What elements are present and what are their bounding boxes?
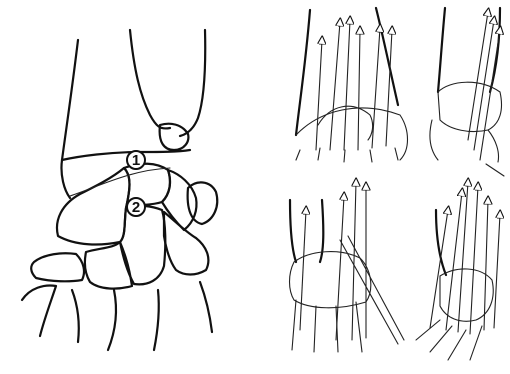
- tendons-dorsal-bottom-left: [290, 182, 405, 352]
- wrist-overview-drawing: 1 2: [22, 30, 217, 350]
- tendons-lateral-bottom-right: [416, 182, 500, 360]
- ulna-bone-outline: [180, 30, 205, 136]
- tendon-arrow-bl-1: [300, 210, 306, 330]
- forearm-outline-tl: [296, 10, 310, 135]
- metacarpal-2: [72, 290, 79, 342]
- forearm-outline-bl: [290, 200, 296, 262]
- trapezium-bone: [31, 253, 84, 281]
- metacarpal-br: [416, 320, 482, 360]
- tendons-lateral-top-right: [430, 8, 504, 176]
- carpal-row-tl: [296, 108, 408, 160]
- tendon-arrow-br-5: [494, 214, 500, 328]
- tendon-arrow-bl-2: [336, 196, 344, 340]
- tendon-arrow-tl-4: [372, 28, 380, 148]
- tendon-arrow-bl-3: [352, 182, 356, 340]
- tendon-arrow-br-6: [430, 210, 448, 328]
- hand-outline-tr: [430, 120, 499, 162]
- forearm-outline-tl-2: [376, 8, 398, 105]
- tendons-dorsal-top-left: [296, 8, 408, 162]
- svg-text:2: 2: [132, 199, 140, 216]
- radius-bone-outline: [61, 40, 78, 198]
- capitate-bone: [120, 206, 165, 285]
- metacarpal-4: [154, 290, 159, 350]
- tendon-arrow-tl-5: [386, 30, 392, 146]
- svg-text:1: 1: [132, 152, 140, 169]
- forearm-outline-tr: [438, 8, 445, 92]
- carpal-blob-tr: [438, 82, 502, 131]
- tendon-arrow-tl-1: [330, 22, 340, 150]
- radius-distal-edge: [62, 150, 190, 160]
- tendon-arrow-tl-2: [344, 20, 350, 150]
- forearm-outline-tr-2: [490, 8, 500, 92]
- tendon-line-tr-4: [486, 164, 504, 176]
- hamate-bone: [164, 212, 208, 275]
- tendon-line-bl-6: [348, 236, 404, 340]
- scaphoid-bone: [57, 168, 130, 244]
- triquetrum-bone: [162, 170, 197, 230]
- radius-inner-outline: [130, 30, 170, 128]
- tendon-arrow-br-3: [470, 186, 478, 334]
- metacarpal-tl-1: [296, 148, 398, 162]
- metacarpal-1: [22, 286, 56, 336]
- metacarpal-3: [108, 290, 116, 350]
- tendon-line-bl-5: [340, 240, 398, 344]
- tendon-arrow-tl-6: [316, 40, 322, 150]
- forearm-outline-br: [436, 210, 446, 275]
- metacarpal-5: [200, 282, 212, 332]
- tendon-arrow-tl-3: [358, 30, 360, 150]
- marker-1: 1: [127, 151, 145, 169]
- tendon-arrow-br-2: [458, 182, 468, 332]
- marker-2: 2: [127, 198, 145, 216]
